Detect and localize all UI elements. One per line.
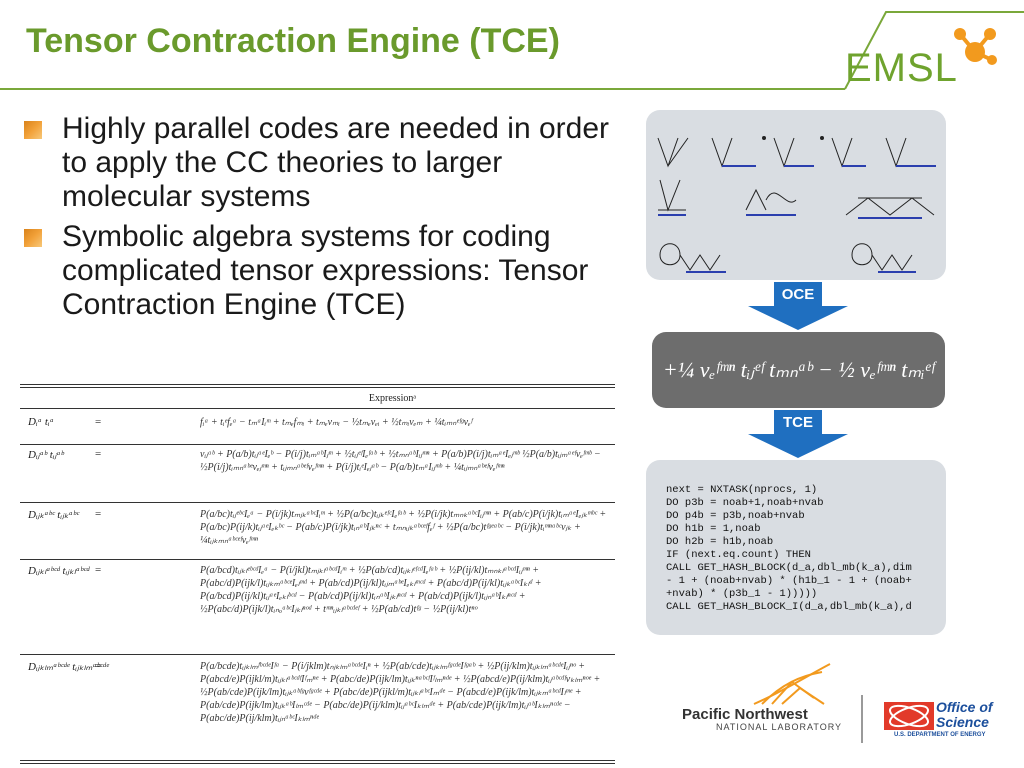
row-label: Dᵢᵃ tᵢᵃ	[28, 416, 54, 428]
row-equals: =	[95, 564, 102, 576]
pnnl-logo-icon	[753, 663, 831, 705]
row-equals: =	[95, 660, 102, 672]
table-row: Dᵢⱼₖₗᵃᵇᶜᵈ tᵢⱼₖₗᵃᵇᶜᵈ = P(a/bcd)tᵢⱼₖₗᵉᵇᶜᵈI…	[20, 562, 615, 654]
expression-table: Expressionᵃ Dᵢᵃ tᵢᵃ = fᵢᵃ + tᵢᵉfₑᵃ − tₘᵃ…	[20, 384, 615, 766]
oce-arrow: OCE	[748, 282, 848, 330]
row-expression: P(a/bc)tᵢⱼᵉᵇᶜIₑᵃ − P(i/jk)tₘⱼₖᵃᵇᶜIᵢᵐ + ½…	[200, 509, 607, 546]
pnnl-subtitle: NATIONAL LABORATORY	[716, 722, 843, 732]
bullet-text: Highly parallel codes are needed in orde…	[62, 112, 610, 213]
slide-title: Tensor Contraction Engine (TCE)	[26, 22, 560, 60]
diagram-panel	[646, 110, 946, 280]
table-header: Expressionᵃ	[368, 393, 417, 404]
row-label: Dᵢⱼₖₗₘᵃᵇᶜᵈᵉ tᵢⱼₖₗₘᵃᵇᶜᵈᵉ	[28, 661, 109, 673]
row-expression: P(a/bcde)tᵢⱼₖₗₘᶠᵇᶜᵈᵉIᶠᵃ − P(i/jklm)tₙⱼₖₗ…	[200, 661, 601, 724]
down-arrow-icon	[748, 282, 848, 330]
emsl-logo-text: EMSL	[845, 46, 958, 90]
table-row: Dᵢᵃ tᵢᵃ = fᵢᵃ + tᵢᵉfₑᵃ − tₘᵃIᵢᵐ + tₘₑfₘᵢ…	[20, 414, 615, 444]
bullet-square-icon	[24, 121, 42, 139]
tce-label: TCE	[783, 414, 813, 431]
down-arrow-icon	[748, 410, 848, 458]
doe-text: U.S. DEPARTMENT OF ENERGY	[894, 732, 986, 738]
bullet-item: Highly parallel codes are needed in orde…	[22, 112, 622, 214]
row-expression: P(a/bcd)tᵢⱼₖₗᵉᵇᶜᵈIₑᵃ − P(i/jkl)tₘⱼₖₗᵃᵇᶜᵈ…	[200, 565, 542, 615]
fortran-code: next = NXTASK(nprocs, 1) DO p3b = noab+1…	[666, 484, 912, 613]
table-row: Dᵢⱼₖₗₘᵃᵇᶜᵈᵉ tᵢⱼₖₗₘᵃᵇᶜᵈᵉ = P(a/bcde)tᵢⱼₖₗ…	[20, 658, 615, 762]
row-equals: =	[95, 416, 102, 428]
code-panel: next = NXTASK(nprocs, 1) DO p3b = noab+1…	[646, 460, 946, 635]
doe-science-logo-icon	[884, 702, 934, 730]
row-expression: fᵢᵃ + tᵢᵉfₑᵃ − tₘᵃIᵢᵐ + tₘₑfₘᵢ + tₘₑvₘᵢ …	[200, 417, 473, 428]
office-of-text: Office of	[936, 699, 993, 715]
row-label: Dᵢⱼₖᵃᵇᶜ tᵢⱼₖᵃᵇᶜ	[28, 509, 79, 521]
bullet-square-icon	[24, 229, 42, 247]
table-row: Dᵢⱼᵃᵇ tᵢⱼᵃᵇ = vᵢⱼᵃᵇ + P(a/b)tᵢⱼᵃᵉIₑᵇ − P…	[20, 446, 615, 506]
row-label: Dᵢⱼₖₗᵃᵇᶜᵈ tᵢⱼₖₗᵃᵇᶜᵈ	[28, 565, 90, 577]
pnnl-name: Pacific Northwest	[682, 706, 808, 723]
tce-arrow: TCE	[748, 410, 848, 458]
bullet-text: Symbolic algebra systems for coding comp…	[62, 220, 589, 321]
feynman-diagrams	[657, 136, 936, 273]
emsl-corner-line	[844, 11, 1024, 90]
logo-divider	[861, 695, 863, 743]
office-of-science: Office of Science	[936, 700, 993, 730]
table-row: Dᵢⱼₖᵃᵇᶜ tᵢⱼₖᵃᵇᶜ = P(a/bc)tᵢⱼᵉᵇᶜIₑᵃ − P(i…	[20, 506, 615, 562]
science-text: Science	[936, 714, 989, 730]
row-equals: =	[95, 508, 102, 520]
oce-label: OCE	[781, 286, 815, 303]
row-label: Dᵢⱼᵃᵇ tᵢⱼᵃᵇ	[28, 449, 64, 461]
title-rule	[0, 88, 845, 90]
bullet-item: Symbolic algebra systems for coding comp…	[22, 220, 622, 322]
row-equals: =	[95, 448, 102, 460]
bullet-list: Highly parallel codes are needed in orde…	[22, 112, 622, 328]
row-expression: vᵢⱼᵃᵇ + P(a/b)tᵢⱼᵃᵉIₑᵇ − P(i/j)tᵢₘᵃᵇIⱼᵐ …	[200, 449, 601, 473]
emsl-molecule-icon	[954, 28, 997, 65]
equation-panel: +¼ vₑᶠᵐⁿ tᵢⱼᵉᶠ tₘₙᵃᵇ − ½ vₑᶠᵐⁿ tₘᵢᵉᶠ tₙⱼ…	[652, 332, 945, 458]
